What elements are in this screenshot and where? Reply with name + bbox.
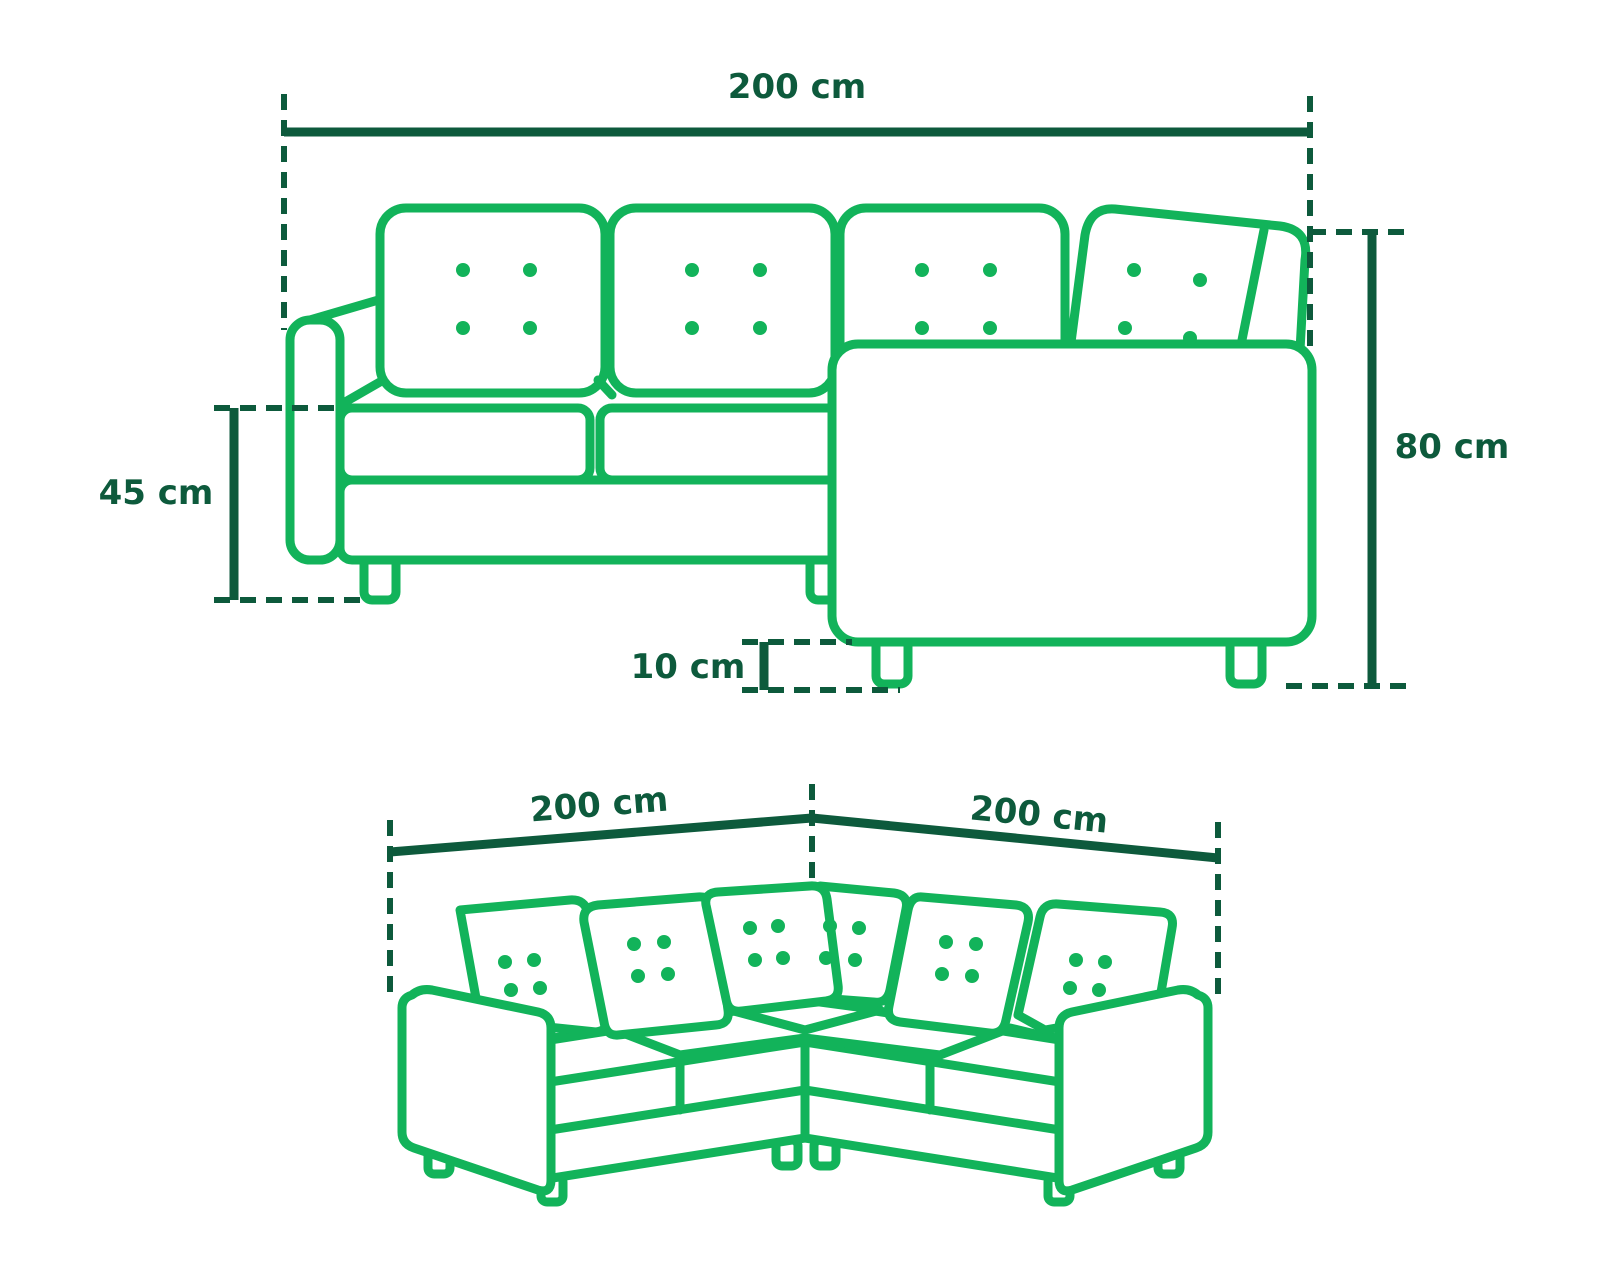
button-dot: [1183, 331, 1197, 345]
button-dot: [685, 321, 699, 335]
total-height-label: 80 cm: [1395, 427, 1510, 467]
button-dot: [935, 967, 949, 981]
button-dot: [852, 921, 866, 935]
button-dot: [1098, 955, 1112, 969]
button-dot: [939, 935, 953, 949]
button-dot: [456, 321, 470, 335]
width-label: 200 cm: [728, 67, 866, 107]
cushion-gap-wedge: [593, 375, 617, 400]
button-dot: [915, 321, 929, 335]
button-dot: [823, 919, 837, 933]
button-dot: [771, 919, 785, 933]
corner-back-cushion-3: [701, 881, 843, 1016]
button-dot: [1063, 981, 1077, 995]
button-dot: [965, 969, 979, 983]
button-dot: [743, 921, 757, 935]
chaise-lounge: [827, 339, 1317, 647]
button-dot: [661, 967, 675, 981]
button-dot: [527, 953, 541, 967]
corner-right-seat-lines: [800, 1037, 1065, 1135]
corner-right-arm: [1054, 985, 1213, 1196]
seat-height-label: 45 cm: [99, 473, 214, 513]
button-dot: [848, 953, 862, 967]
button-dot: [1092, 983, 1106, 997]
button-dot: [1127, 263, 1141, 277]
button-dot: [776, 951, 790, 965]
button-dot: [533, 981, 547, 995]
corner-left-arm: [397, 985, 556, 1196]
corner-view-sofa: [397, 881, 1213, 1207]
button-dot: [1118, 321, 1132, 335]
button-dot: [627, 937, 641, 951]
sofa-base: [335, 475, 845, 565]
button-dot: [631, 969, 645, 983]
corner-left-dim-line: [389, 813, 813, 857]
back-cushion-2: [605, 203, 840, 398]
corner-view-buttons: [498, 919, 1112, 997]
button-dot: [753, 263, 767, 277]
button-dot: [456, 263, 470, 277]
button-dot: [969, 937, 983, 951]
corner-right-dim-line: [811, 813, 1219, 863]
button-dot: [983, 263, 997, 277]
button-dot: [753, 321, 767, 335]
back-cushion-1: [375, 203, 610, 398]
button-dot: [983, 321, 997, 335]
corner-back-cushion-5: [884, 892, 1033, 1038]
front-view-sofa: [285, 203, 1317, 689]
button-dot: [748, 953, 762, 967]
button-dot: [523, 263, 537, 277]
corner-left-width-label: 200 cm: [529, 780, 670, 831]
back-cushion-4: [1065, 204, 1311, 355]
seat-cushion-2: [595, 403, 855, 485]
button-dot: [523, 321, 537, 335]
button-dot: [504, 983, 518, 997]
back-cushion-4-fold: [1235, 225, 1269, 355]
button-dot: [819, 951, 833, 965]
front-view-dimensions: [214, 94, 1410, 693]
seat-cushion-1: [335, 403, 595, 485]
button-dot: [657, 935, 671, 949]
button-dot: [685, 263, 699, 277]
front-view-buttons: [456, 263, 1207, 345]
corner-view-dimensions: [387, 784, 1221, 996]
button-dot: [915, 263, 929, 277]
front-view-labels: 200 cm 45 cm 10 cm 80 cm: [99, 67, 1510, 687]
left-armrest: [285, 315, 345, 565]
corner-back-cushion-4: [815, 881, 911, 1007]
button-dot: [1069, 953, 1083, 967]
button-dot: [1193, 273, 1207, 287]
corner-left-seat-lines: [545, 1037, 810, 1135]
button-dot: [498, 955, 512, 969]
leg-height-label: 10 cm: [631, 647, 746, 687]
